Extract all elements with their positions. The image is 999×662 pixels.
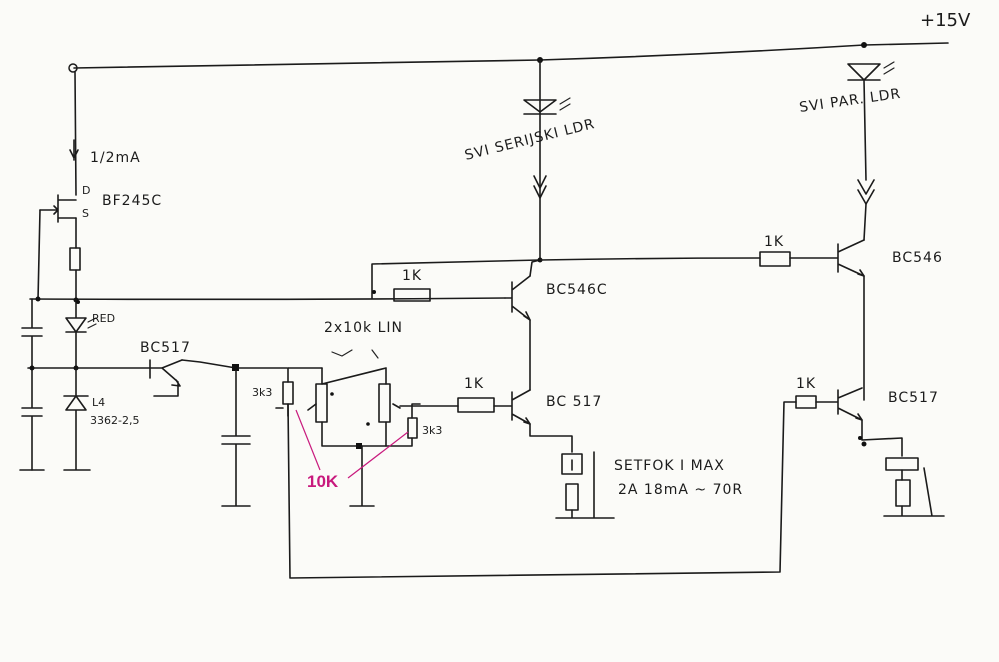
load-note-2: 2A 18mA ~ 70R [618, 482, 743, 498]
r-top-base-label: 1K [402, 268, 422, 284]
led-red-label: RED [92, 312, 115, 325]
zener-reference [63, 367, 91, 471]
r-1k-right-top [759, 251, 791, 267]
r-right-bottom-label: 1K [796, 376, 816, 392]
supply-label: +15V [920, 10, 971, 31]
r-1k-top-base [393, 288, 431, 302]
jfet-s-label: S [82, 207, 89, 220]
q-right-top-label: BC546 [892, 250, 943, 266]
load-note-1: SETFOK I MAX [614, 458, 725, 474]
pot-label: 2x10k LIN [324, 320, 403, 336]
q-right-bottom-label: BC517 [888, 390, 939, 406]
r-mid-base-label: 1K [464, 376, 484, 392]
pot-b [378, 383, 391, 423]
jfet-symbol [39, 194, 77, 223]
jfet-part-label: BF245C [102, 193, 162, 209]
pot-note-pointer-left [295, 409, 321, 471]
r-left-label: 3k3 [252, 386, 272, 399]
load-right [885, 457, 919, 471]
resistor-3k3-right [407, 417, 418, 439]
supply-rail [73, 42, 949, 69]
q-input-transistor [149, 359, 183, 387]
r-1k-right-bottom [795, 395, 817, 409]
parallel-led [847, 63, 881, 81]
zener-part-label: L4 [92, 396, 105, 409]
pot-note-label: 10K [307, 472, 339, 491]
q-mid-label: BC546C [546, 282, 608, 298]
r-right-label: 3k3 [422, 424, 442, 437]
led-parallel-note: SVI PAR. LDR [798, 86, 902, 116]
jfet-d-label: D [82, 184, 90, 197]
q-bc517-mid-label: BC 517 [546, 394, 602, 410]
pot-note-pointer-right [347, 431, 409, 479]
rail-terminal [68, 63, 78, 73]
led-series-note: SVI SERIJSKI LDR [463, 116, 597, 164]
series-led [523, 99, 557, 115]
pot-a [315, 383, 328, 423]
resistor-3k3-left [282, 381, 294, 405]
r-1k-mid-base [457, 397, 495, 413]
r-right-top-label: 1K [764, 234, 784, 250]
source-resistor [69, 247, 81, 271]
zener-value-label: 3362-2,5 [90, 414, 139, 427]
q-input-label: BC517 [140, 340, 191, 356]
load-element [561, 453, 583, 475]
current-label: 1/2mA [90, 150, 141, 166]
red-led [65, 299, 87, 369]
